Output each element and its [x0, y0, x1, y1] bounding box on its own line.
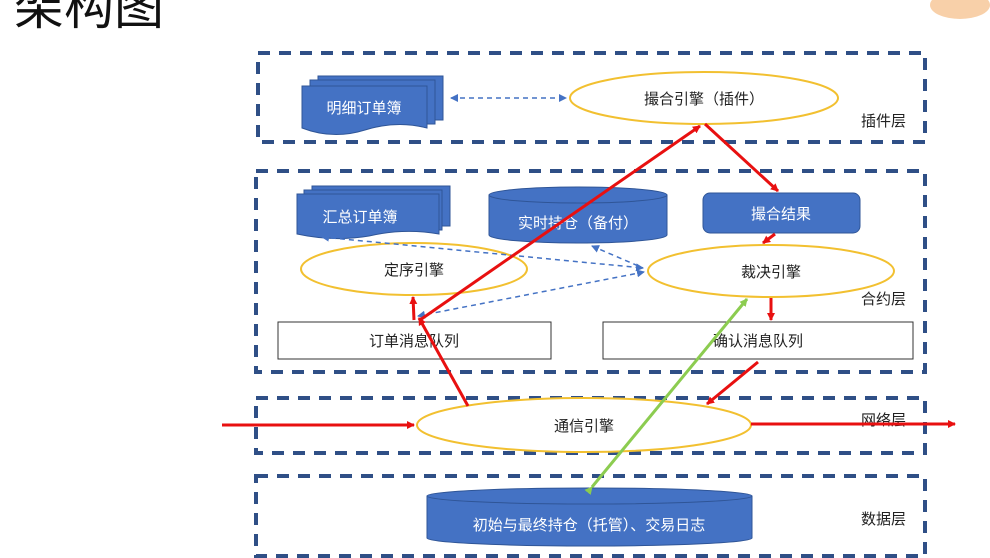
match-result-label: 撮合结果 [751, 205, 811, 223]
order-message-queue [277, 321, 552, 360]
storage-label: 初始与最终持仓（托管）、交易日志 [473, 516, 706, 534]
sequencer-engine-label: 定序引擎 [384, 261, 444, 279]
realtime-position-label: 实时持仓（备付） [518, 214, 638, 232]
contract-layer-label: 合约层 [861, 290, 906, 308]
network-layer-label: 网络层 [861, 411, 906, 429]
match-engine [569, 71, 839, 125]
flow-comm-to-order-queue [417, 317, 470, 407]
page-title: 架构图 [14, 0, 164, 36]
match-engine-label: 撮合引擎（插件） [644, 90, 764, 108]
arbiter-engine-label: 裁决引擎 [741, 263, 801, 281]
data-layer [254, 474, 927, 558]
plugin-layer-label: 插件层 [861, 112, 906, 130]
queue-arbiter-link [417, 269, 645, 319]
detail-order-book [301, 75, 444, 136]
flow-match-to-result [703, 122, 780, 193]
position-arbiter-link [591, 245, 644, 269]
summary-order-book [296, 185, 451, 240]
communication-engine-label: 通信引擎 [554, 417, 614, 435]
flow-queue-to-match-engine [419, 124, 701, 322]
decoration-icon [930, 0, 990, 19]
flow-queue-to-sequencer [409, 296, 418, 321]
summary-order-book-label: 汇总订单簿 [322, 208, 397, 226]
flow-storage-arbiter [584, 298, 749, 495]
detail-order-book-label: 明细订单簿 [326, 99, 401, 117]
flow-result-to-arbiter [762, 232, 776, 245]
order-message-queue-label: 订单消息队列 [369, 332, 459, 350]
confirm-message-queue-label: 确认消息队列 [713, 332, 803, 350]
match-result [702, 192, 861, 234]
arbiter-engine [647, 244, 895, 298]
data-layer-label: 数据层 [861, 510, 906, 528]
